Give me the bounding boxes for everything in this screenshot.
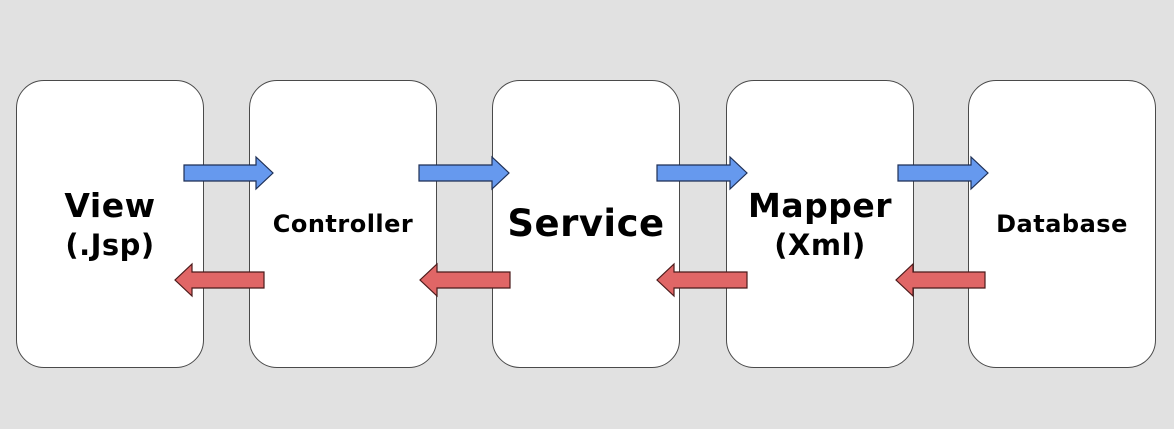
- arrow-mapper-to-database: [897, 155, 989, 191]
- arrow-controller-to-view: [174, 262, 265, 298]
- view-node: View (.Jsp): [16, 80, 204, 368]
- database-label: Database: [996, 210, 1128, 238]
- arrow-service-to-mapper: [656, 155, 748, 191]
- mapper-label: Mapper: [747, 186, 892, 226]
- arrow-controller-to-service: [418, 155, 510, 191]
- arrow-database-to-mapper: [895, 262, 986, 298]
- arrow-mapper-to-service: [656, 262, 748, 298]
- database-node: Database: [968, 80, 1156, 368]
- controller-label: Controller: [272, 210, 414, 238]
- controller-node: Controller: [249, 80, 437, 368]
- view-label: View: [64, 186, 156, 226]
- view-sublabel: (.Jsp): [65, 227, 155, 262]
- service-node: Service: [492, 80, 680, 368]
- service-label: Service: [507, 201, 665, 245]
- mapper-sublabel: (Xml): [774, 227, 866, 262]
- arrow-view-to-controller: [183, 155, 274, 191]
- arrow-service-to-controller: [419, 262, 511, 298]
- mapper-node: Mapper (Xml): [726, 80, 914, 368]
